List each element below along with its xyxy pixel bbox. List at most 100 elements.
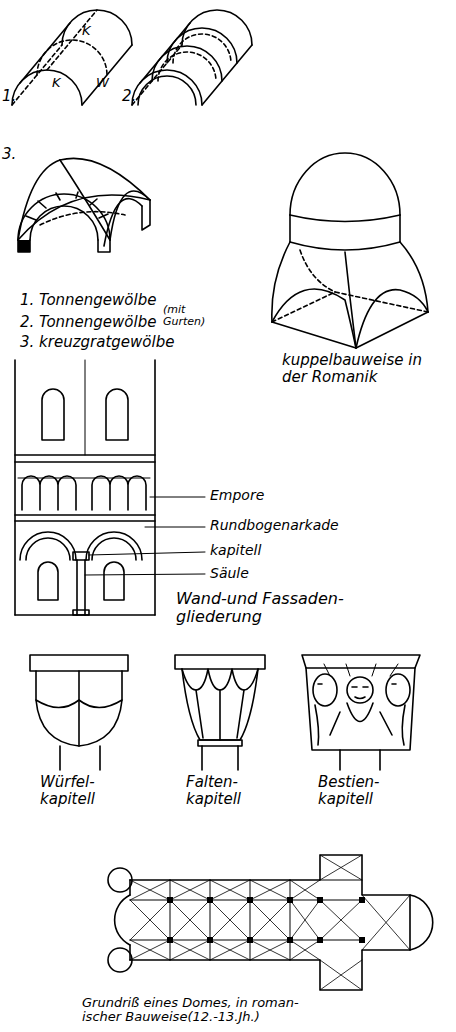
line-art [359,897,365,903]
line-art [247,897,253,903]
line-art [104,562,124,600]
line-art [317,897,323,903]
line-art [247,937,253,943]
caption-line: 1. Tonnengewölbe [20,292,220,309]
caption-line: 3. kreuzgratgewölbe [20,334,240,351]
line-art [132,70,202,105]
line-art [167,937,173,943]
line-art [207,897,213,903]
line-art [30,655,128,671]
scalloped-capital [175,655,265,770]
barrel-vault [12,10,132,105]
line-art [313,674,337,706]
line-art [108,868,132,892]
line-art [330,703,392,735]
line-art [410,895,433,950]
line-art [73,552,89,560]
vault-letter: K [52,76,68,90]
barrel-vault-with-bands [132,10,252,105]
figure-title: kuppelbauweise in der Romanik [282,352,422,385]
line-art [182,669,258,690]
line-art [290,242,400,250]
line-art [12,70,82,105]
line-art [196,690,244,740]
line-art [145,527,205,528]
part-name: Säule [210,566,370,581]
figured-capital [302,655,420,770]
line-art [42,389,64,440]
line-art [152,46,222,81]
line-art [167,897,365,943]
line-art [60,746,100,770]
line-art [115,895,130,945]
figure-title: Wand-und Fassaden- gliederung [176,590,356,625]
line-art [92,538,136,560]
line-art [130,855,410,990]
line-art [130,900,320,940]
line-art [362,895,410,950]
line-art [18,195,150,240]
line-art [202,746,238,770]
line-art [37,40,107,75]
line-art [86,532,142,560]
line-art [340,750,380,770]
part-name: kapitell [210,543,370,558]
line-art [182,669,258,740]
line-art [40,212,125,225]
line-art [84,560,86,615]
line-art [198,740,242,746]
line-art [14,360,16,615]
capital-name: Falten- kapitell [186,774,266,807]
line-art [345,252,356,348]
line-art [150,497,205,498]
vault-letter: W [96,76,114,90]
line-art [158,52,216,81]
line-art [15,614,155,616]
line-art [306,668,415,750]
line-art [108,948,132,972]
line-art [89,552,205,555]
line-art [173,34,231,63]
line-art [167,897,173,903]
callout-number: 2. [122,88,142,105]
line-art [352,687,368,699]
line-art [15,454,155,456]
line-art [287,937,293,943]
callout-number: 1. [2,88,22,105]
vault-letter: K [82,24,98,38]
part-name: Empore [210,488,370,503]
line-art [85,574,205,575]
line-art [320,880,362,940]
line-art [154,360,156,615]
line-art [85,360,86,455]
line-art [78,671,80,746]
line-art [317,937,323,943]
line-art [399,215,401,242]
line-art [15,520,155,522]
part-name: Rundbogenarkade [210,518,410,533]
line-art [207,937,213,943]
line-art [347,677,373,703]
line-art [18,478,150,479]
line-art [359,937,365,943]
line-art [167,28,237,63]
line-art [60,160,110,240]
wall-elevation [15,360,205,615]
line-art [47,10,97,70]
line-art [272,242,290,322]
line-art [182,10,252,45]
line-art [272,289,356,348]
line-art [92,476,146,510]
line-art [315,684,405,745]
line-art [290,153,400,215]
line-art [18,160,60,240]
capital-name: Bestien- kapitell [318,774,408,807]
line-art [290,215,400,222]
line-art [20,532,76,560]
line-art [76,560,78,615]
cathedral-floor-plan [108,855,433,990]
line-art [320,855,362,990]
line-art [138,76,196,105]
